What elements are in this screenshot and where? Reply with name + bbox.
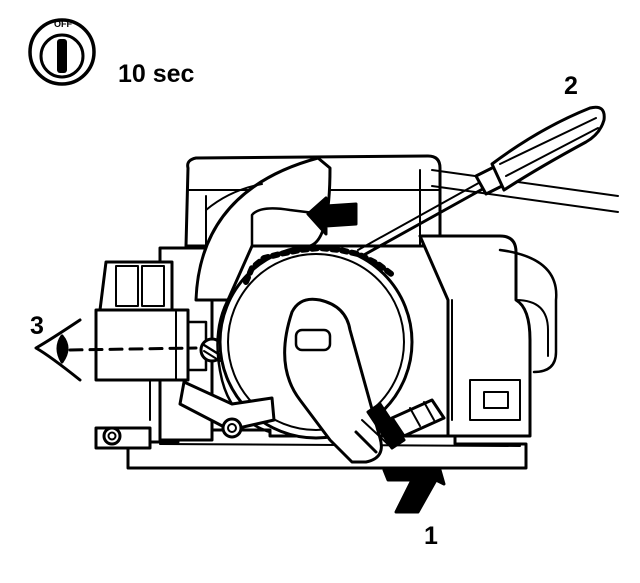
throttle-segment	[194, 156, 358, 302]
ignition-off-text: OFF	[54, 19, 72, 29]
callout-3: 3	[30, 312, 44, 340]
screwdriver-icon	[357, 105, 606, 258]
duration-label: 10 sec	[118, 60, 195, 88]
stop-screw	[366, 398, 446, 450]
base-plate	[126, 428, 528, 470]
callout-1: 1	[424, 522, 438, 550]
callout-2: 2	[564, 72, 578, 100]
sight-line	[68, 346, 198, 352]
throttle-lever	[283, 297, 393, 464]
lower-linkage	[94, 380, 276, 450]
ignition-key-off-icon: OFF	[28, 18, 96, 86]
push-arrow-icon	[382, 468, 446, 514]
eye-icon	[34, 318, 82, 382]
